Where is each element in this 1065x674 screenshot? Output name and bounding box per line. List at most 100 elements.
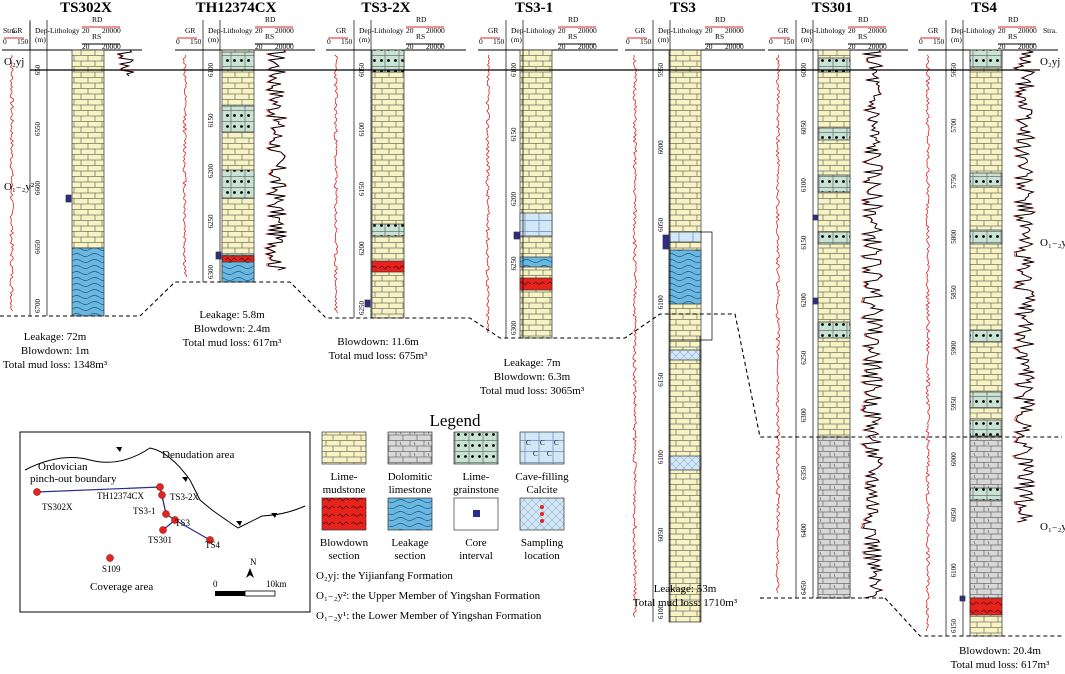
depth-label: 5750	[950, 174, 958, 189]
grain-zone	[221, 105, 255, 133]
grain-zone	[817, 174, 851, 193]
depth-label: 6000	[657, 140, 665, 155]
core-marker	[473, 510, 480, 517]
legend-label: interval	[459, 550, 493, 562]
depth-unit: (m)	[658, 35, 669, 44]
lime-zone	[221, 49, 255, 283]
grain-zone	[817, 231, 851, 245]
lime-zone	[668, 49, 702, 623]
cave-zone	[668, 231, 702, 243]
rs-min: 20	[558, 42, 566, 51]
map-label-ts3: TS3	[175, 518, 191, 528]
boundary-tick	[271, 513, 277, 518]
blow-zone	[519, 277, 553, 291]
depth-header: Dep-	[951, 26, 966, 35]
ts4-base-line	[884, 597, 1062, 637]
map-coverage-label: Coverage area	[90, 581, 153, 593]
well-title: TS302X	[60, 0, 112, 16]
formation-definition: O₁₋₂y²: the Upper Member of Yingshan For…	[316, 590, 541, 602]
rs-header: RS	[858, 32, 867, 41]
gr-max: 150	[933, 37, 945, 46]
legend-label: Leakage	[391, 537, 428, 549]
depth-label: 6650	[34, 240, 42, 255]
depth-label: 6050	[950, 507, 958, 522]
depth-header: Dep-	[359, 26, 374, 35]
gr-max: 150	[493, 37, 505, 46]
legend-swatch-lime-mudstone	[321, 431, 367, 465]
map-label-ts3-1: TS3-1	[133, 506, 156, 516]
well-note: Total mud loss: 1710m³	[633, 597, 738, 609]
well-note: Blowdown: 1m	[21, 345, 90, 357]
core-interval-block	[812, 297, 819, 305]
depth-header: Dep-	[801, 26, 816, 35]
rs-max: 20000	[868, 42, 887, 51]
grain-zone	[969, 49, 1003, 69]
rd-header: RD	[715, 15, 726, 24]
leak-zone	[71, 247, 105, 317]
dolo-zone	[969, 436, 1003, 599]
lithology-header: Lithology	[50, 26, 80, 35]
map-well-dot	[171, 516, 179, 524]
rd-curve	[1013, 49, 1037, 523]
core-interval-block	[65, 194, 72, 203]
grain-zone	[817, 321, 851, 339]
well-title: TS3-1	[515, 0, 553, 16]
depth-label: 6000	[950, 452, 958, 467]
rs-header: RS	[1008, 32, 1017, 41]
depth-label: 6600	[34, 181, 42, 196]
lithology-header: Lithology	[223, 26, 253, 35]
rd-max: 20000	[275, 26, 294, 35]
depth-label: 6200	[358, 241, 366, 256]
cave-letter: C	[526, 439, 531, 447]
rd-header: RD	[92, 15, 103, 24]
gr-min: 0	[176, 37, 180, 46]
rd-curve	[116, 49, 134, 77]
depth-label: 6200	[510, 192, 518, 207]
depth-unit: (m)	[359, 35, 370, 44]
strata-o2yj-right: O₂yj	[1040, 56, 1060, 68]
well-note: Total mud loss: 617m³	[951, 659, 1050, 671]
well-title: TS4	[971, 0, 997, 16]
gr-min: 0	[3, 37, 7, 46]
depth-label: 6400	[800, 523, 808, 538]
sampling-dot	[540, 505, 544, 509]
depth-label: 6050	[657, 217, 665, 232]
gr-min: 0	[479, 37, 483, 46]
well-note: Total mud loss: 617m³	[183, 337, 282, 349]
gr-header: GR	[12, 26, 22, 35]
legend-swatch-leakage-section	[387, 497, 433, 531]
grain-zone	[817, 127, 851, 141]
gr-min: 0	[769, 37, 773, 46]
legend-label: mudstone	[323, 484, 366, 496]
well-note: Blowdown: 6.3m	[494, 371, 571, 383]
grain-zone	[371, 49, 405, 73]
gr-max: 150	[640, 37, 652, 46]
depth-label: 6150	[950, 619, 958, 634]
core-interval-block	[812, 214, 819, 221]
gr-header: GR	[635, 26, 645, 35]
gr-header: GR	[185, 26, 195, 35]
depth-label: 6250	[510, 256, 518, 271]
rs-min: 20	[255, 42, 263, 51]
depth-label: 6150	[510, 127, 518, 142]
map-well-dot	[159, 526, 167, 534]
map-pinch-label-2: pinch-out boundary	[30, 473, 117, 485]
rs-max: 20000	[1018, 42, 1037, 51]
rd-min: 20	[998, 26, 1006, 35]
rd-min: 20	[558, 26, 566, 35]
gr-curve	[925, 54, 931, 632]
legend-swatch-dolomitic-limestone	[387, 431, 433, 465]
depth-header: Dep-	[208, 26, 223, 35]
rs-min: 20	[82, 42, 90, 51]
grain-zone	[817, 57, 851, 73]
rs-max: 20000	[578, 42, 597, 51]
legend-swatch-blowdown-section	[321, 497, 367, 531]
rd-header: RD	[265, 15, 276, 24]
well-title: TS301	[812, 0, 853, 16]
map-pinch-label-1: Ordovician	[38, 461, 88, 473]
